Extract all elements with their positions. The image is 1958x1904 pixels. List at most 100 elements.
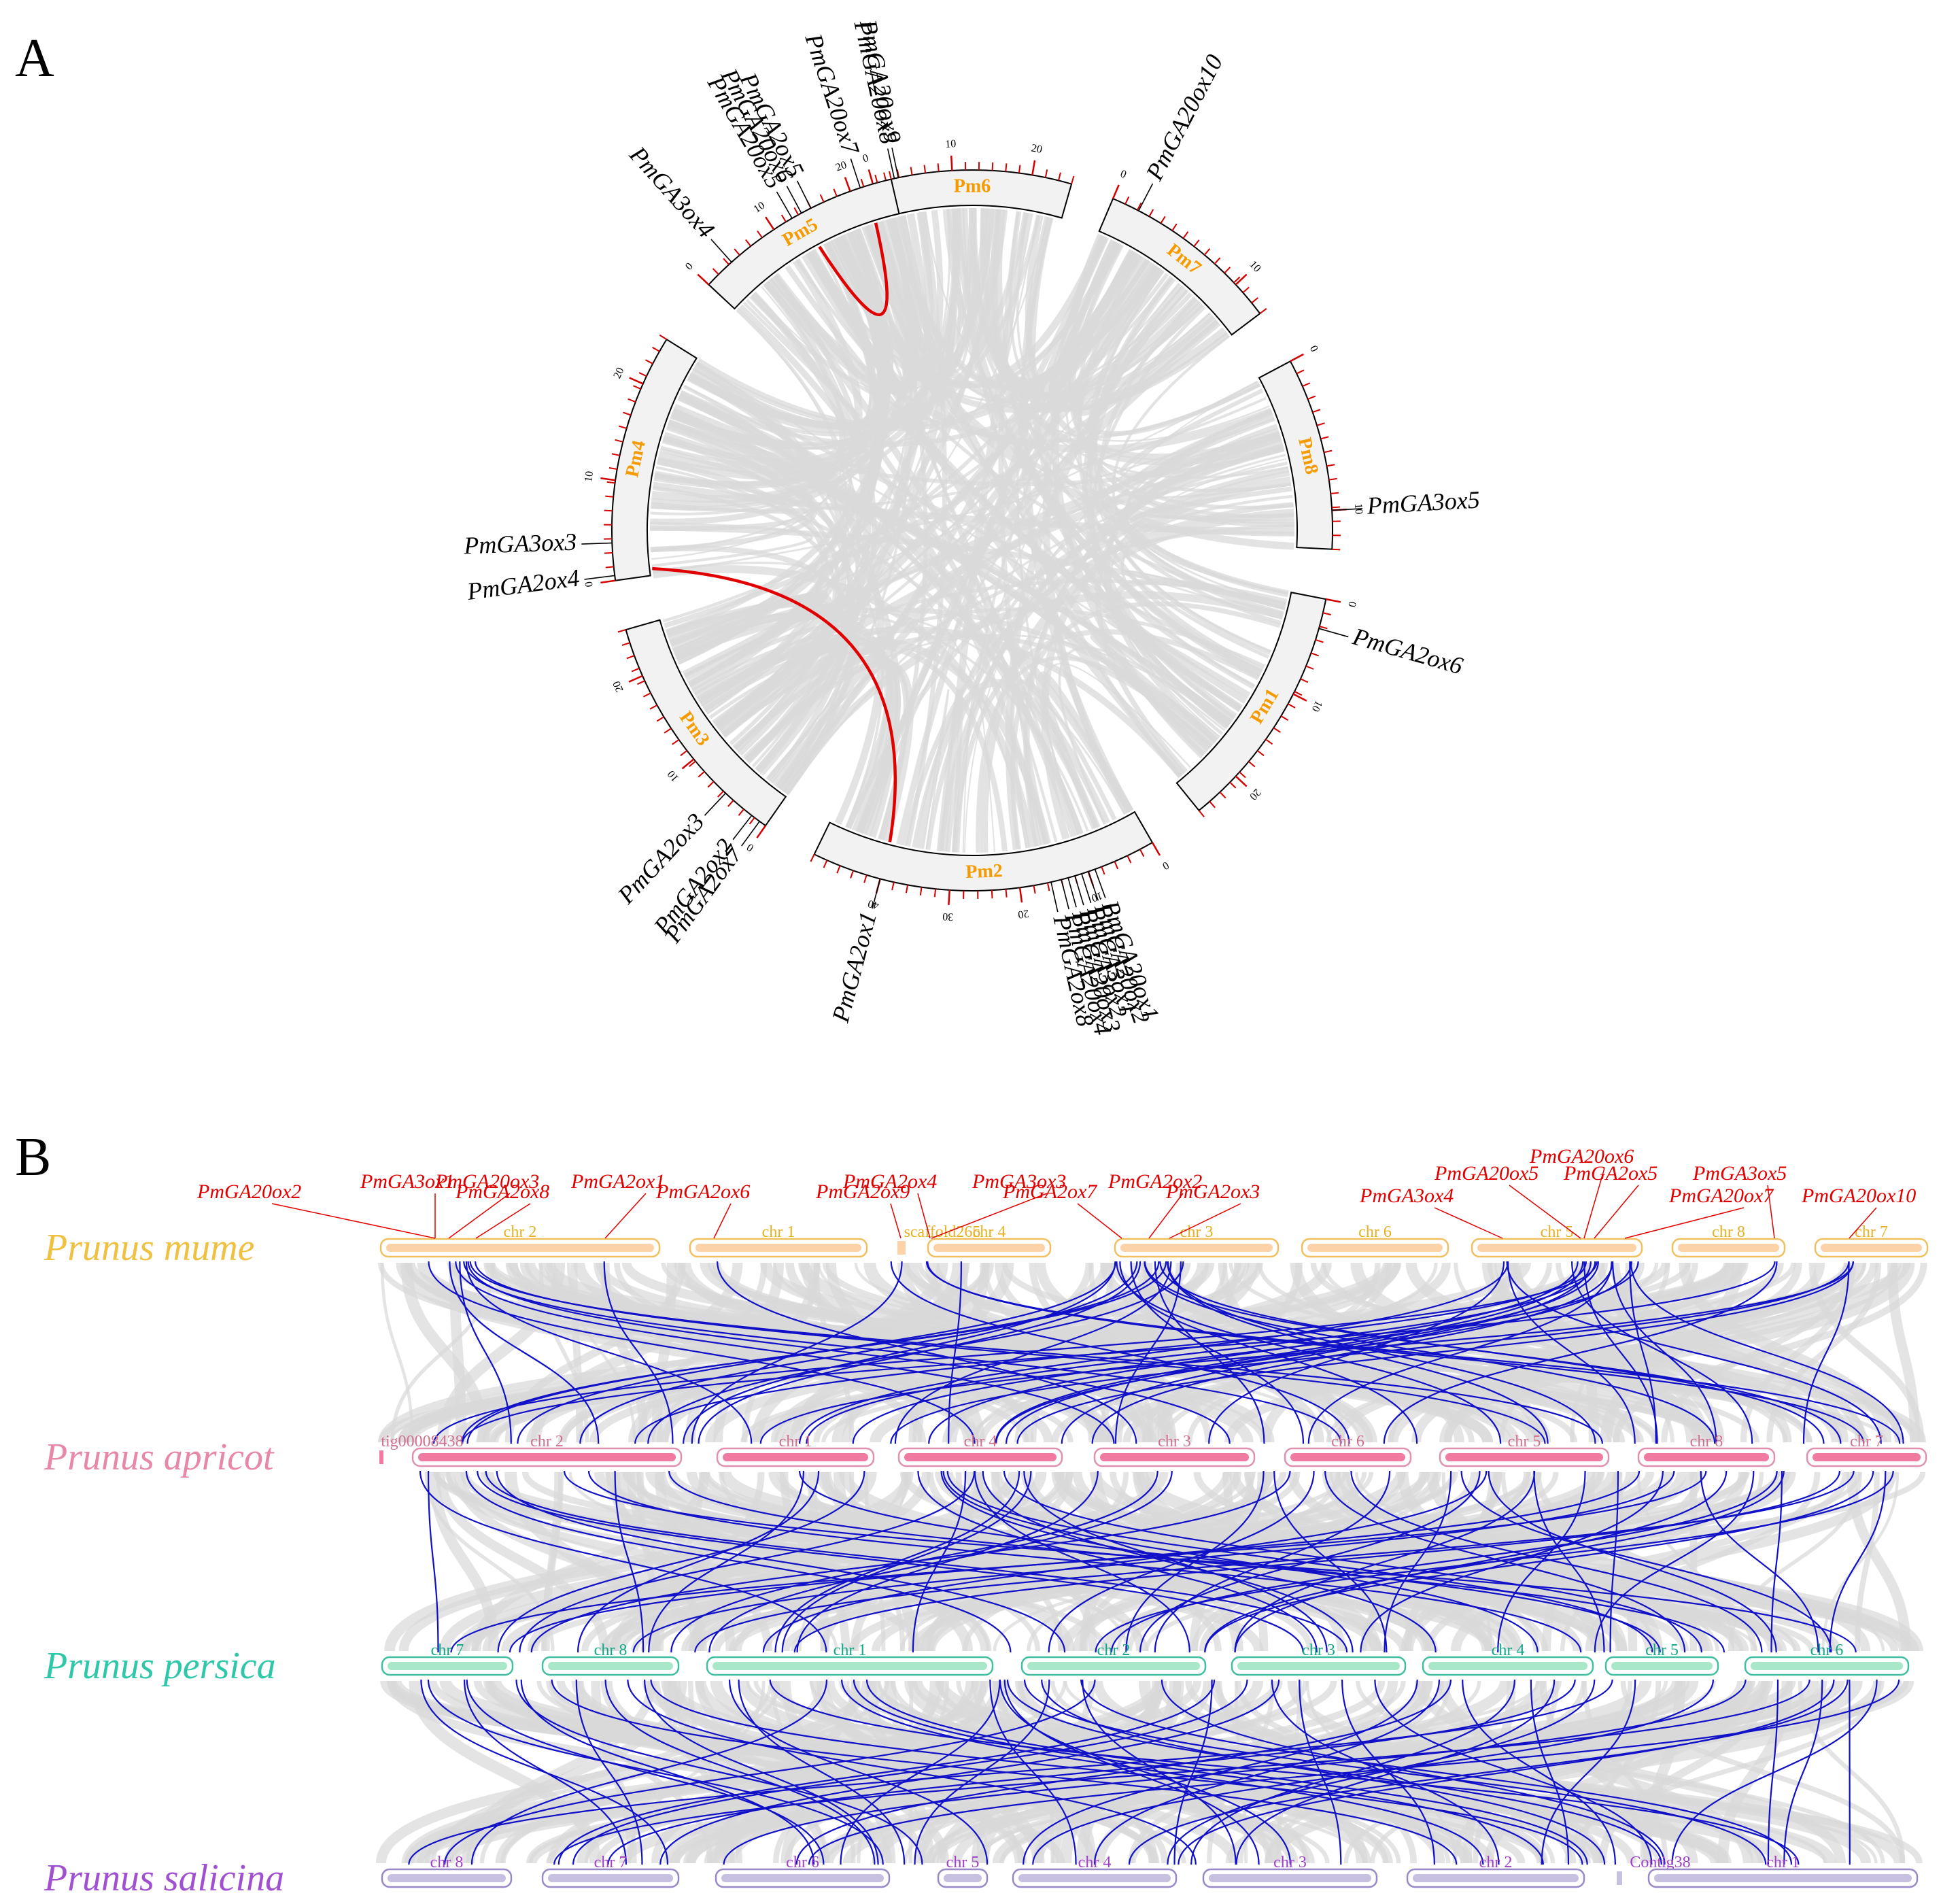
tick	[991, 890, 993, 899]
grey-link	[1049, 241, 1153, 394]
blue-link	[1507, 1261, 1636, 1444]
blue-link	[1497, 1470, 1586, 1653]
grey-link	[783, 235, 1107, 796]
blue-link	[455, 1261, 1115, 1444]
gene-label: PmGA2ox4	[465, 564, 581, 605]
grey-link	[1120, 494, 1293, 687]
tick	[860, 178, 865, 187]
tick	[621, 642, 630, 646]
chromosome-chr-6: chr 6	[1284, 1433, 1412, 1467]
blue-link	[989, 1679, 1077, 1865]
tick	[896, 169, 900, 178]
gene-b-pmga20ox6: PmGA20ox6	[1529, 1145, 1634, 1239]
tick-label: 20	[1247, 786, 1263, 802]
chromosome-arc	[625, 619, 787, 827]
gene-label: PmGA20ox2	[196, 1180, 301, 1203]
blue-link	[1208, 1261, 1505, 1444]
tick	[1242, 286, 1250, 294]
tick	[823, 860, 828, 868]
blue-link	[1506, 1261, 1882, 1444]
grey-link	[1129, 461, 1294, 520]
chromosome-arc	[611, 338, 698, 581]
blue-link	[808, 1679, 1900, 1865]
grey-ribbon	[1556, 1262, 1868, 1443]
gene-leader	[1767, 1185, 1775, 1239]
major-tick	[697, 273, 710, 286]
grey-ribbon	[435, 1472, 610, 1652]
blue-link	[852, 1261, 1639, 1444]
blue-link	[1374, 1679, 1653, 1865]
chromosome-bar	[1644, 1453, 1769, 1461]
tick	[1288, 703, 1296, 709]
tick	[1124, 196, 1130, 205]
gene-leader	[1074, 875, 1084, 906]
blue-link	[1154, 1261, 1265, 1444]
major-tick	[765, 216, 775, 231]
grey-link	[991, 209, 1144, 386]
gene-leader	[732, 815, 753, 840]
blue-link	[1082, 1679, 1237, 1865]
blue-link	[1273, 1470, 1388, 1653]
tick-label: 0	[1161, 859, 1171, 872]
grey-link	[963, 380, 1258, 853]
gene-label: PmGA2ox6	[655, 1180, 750, 1203]
panel-b-label: B	[15, 1127, 51, 1187]
chromosome-label: chr 1	[779, 1433, 812, 1450]
gene-leader	[887, 148, 895, 179]
chromosome-label: chr 2	[1097, 1642, 1131, 1659]
grey-link	[915, 679, 1111, 849]
major-tick	[1235, 273, 1248, 286]
tick	[910, 167, 913, 175]
blue-link	[723, 1679, 1747, 1865]
blue-link	[1125, 1470, 1265, 1653]
tick	[626, 655, 635, 660]
chromosome-chr-3: chr 3	[1114, 1223, 1279, 1258]
blue-link	[668, 1470, 1725, 1653]
gene-leader	[1081, 873, 1092, 904]
chromosome-chr-4: chr 4	[1422, 1642, 1594, 1676]
tick	[707, 781, 715, 788]
grey-link	[925, 445, 1284, 850]
tick	[1224, 267, 1231, 274]
blue-link	[607, 1679, 1576, 1865]
tick-label: 0	[683, 260, 695, 272]
blue-link	[1204, 1470, 1874, 1653]
gene-b-pmga20ox7: PmGA20ox7	[1624, 1185, 1774, 1239]
major-tick	[1235, 775, 1248, 787]
tick	[1137, 202, 1142, 211]
blue-link	[1488, 1470, 1777, 1653]
tick-label: 0	[745, 841, 756, 854]
tick	[606, 481, 615, 484]
chromosome-bar	[1813, 1453, 1921, 1461]
blue-link	[840, 1679, 1001, 1865]
grey-ribbon	[610, 1472, 1065, 1652]
blue-link	[564, 1470, 1857, 1653]
chromosome-bar	[1611, 1662, 1713, 1670]
major-tick	[1290, 353, 1304, 362]
blue-link	[865, 1679, 1588, 1865]
tick	[734, 248, 740, 256]
chromosome-label: chr 1	[1766, 1854, 1800, 1871]
gene-b-pmga3ox5: PmGA3ox5	[1692, 1162, 1787, 1239]
tick	[905, 885, 909, 894]
blue-link	[428, 1261, 976, 1444]
tick	[608, 466, 617, 470]
tick	[1005, 889, 1008, 898]
chromosome-chr-5: chr 5	[1439, 1433, 1610, 1467]
chromosome-label: chr 3	[1273, 1854, 1307, 1871]
tick-label: 20	[611, 366, 626, 381]
grey-link	[1090, 634, 1218, 748]
gene-label: PmGA3ox3	[972, 1170, 1066, 1193]
chromosome-chr-3: chr 3	[1093, 1433, 1256, 1467]
blue-link	[795, 1679, 1452, 1865]
gene-b-pmga3ox4: PmGA3ox4	[1359, 1185, 1503, 1239]
blue-link	[999, 1679, 1292, 1865]
grey-link	[863, 224, 1227, 413]
gene-leader	[581, 542, 613, 545]
blue-link	[1571, 1261, 1753, 1444]
chromosome-bar	[386, 1244, 654, 1252]
grey-link	[861, 208, 957, 376]
blue-link	[1630, 1261, 1904, 1444]
chromosome-bar	[1027, 1662, 1200, 1670]
